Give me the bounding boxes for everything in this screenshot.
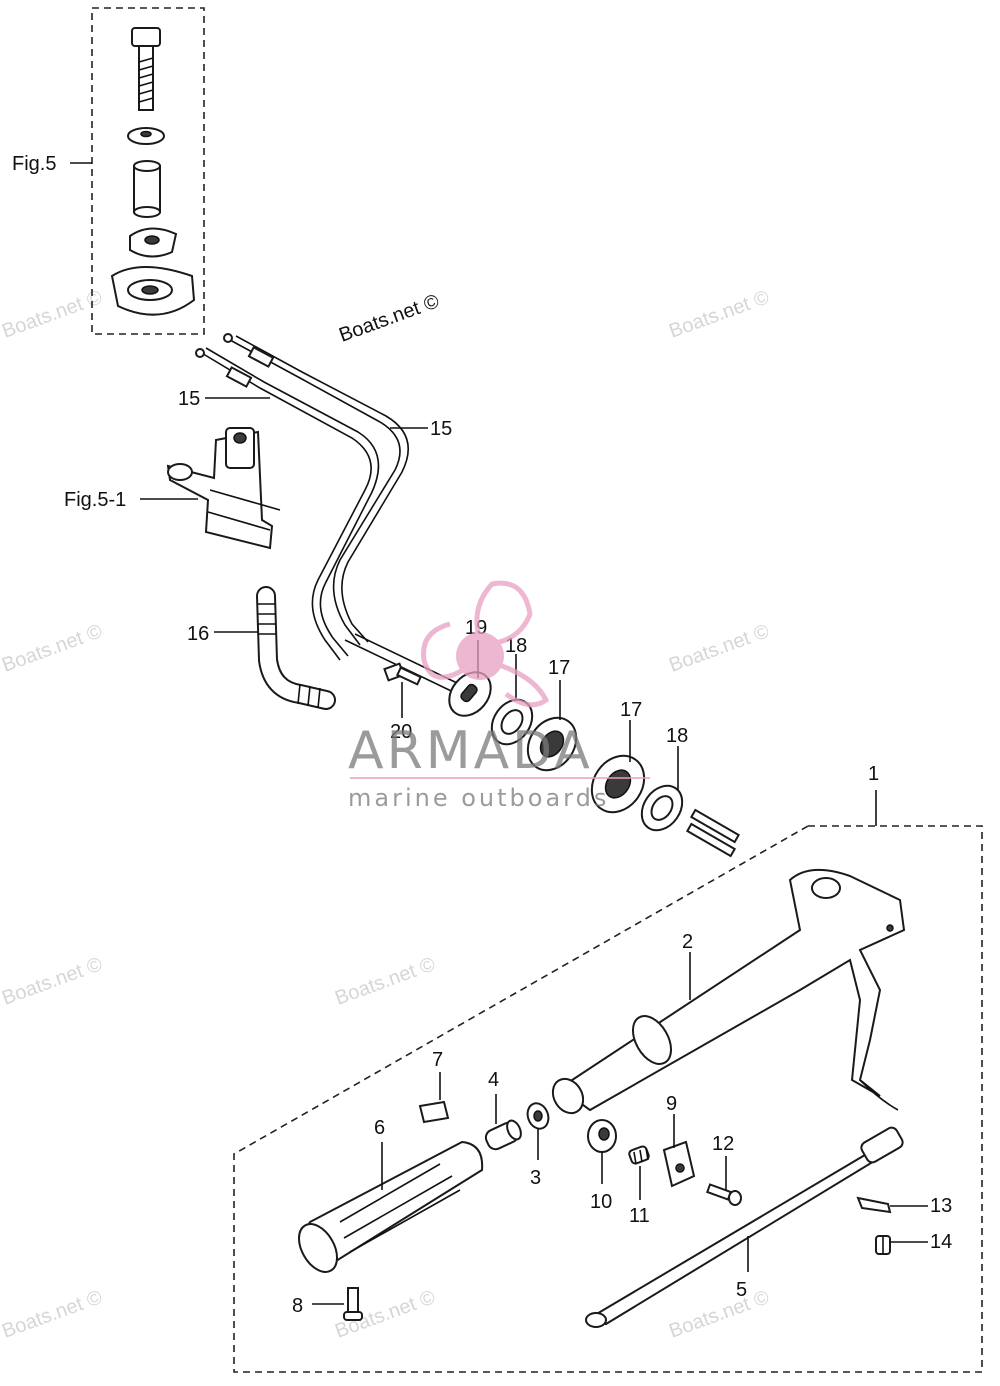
- watermark: Boats.net ©: [666, 1286, 772, 1343]
- part-label-18: 18: [666, 725, 688, 747]
- part-label-14: 14: [930, 1231, 952, 1253]
- grommet-part-3: [526, 1102, 550, 1130]
- control-cables: [195, 333, 481, 701]
- part-label-2: 2: [682, 931, 693, 953]
- fig5-base: [110, 266, 196, 316]
- watermark: Boats.net ©: [0, 286, 105, 343]
- part-label-6: 6: [374, 1117, 385, 1139]
- plate-part-19: [448, 671, 492, 717]
- part-label-8: 8: [292, 1295, 303, 1317]
- fig5-collar: [133, 160, 161, 218]
- pad-part-7: [418, 1100, 450, 1124]
- watermark: Boats.net ©: [666, 620, 772, 677]
- watermark: Boats.net ©: [332, 953, 438, 1010]
- fig5-1-bracket: [166, 427, 281, 550]
- part-label-15: 15: [178, 388, 200, 410]
- fig5-bracket: [129, 227, 178, 258]
- part-label-11: 11: [629, 1205, 650, 1227]
- assembly-box: [233, 825, 983, 1373]
- screw-part-8: [343, 1287, 363, 1321]
- screw-part-14: [875, 1235, 891, 1255]
- grip-part-6: [298, 1140, 484, 1273]
- watermark: Boats.net ©: [0, 953, 105, 1010]
- ring-part-18: [640, 784, 684, 832]
- part-label-9: 9: [666, 1093, 677, 1115]
- gear-part-17: [526, 716, 578, 772]
- part-label-7: 7: [432, 1049, 443, 1071]
- part-label-15: 15: [430, 418, 452, 440]
- armada-logo: ARMADA marine outboards: [348, 580, 650, 812]
- tiller-arm-part-2: [551, 868, 906, 1115]
- screw-part-12: [706, 1183, 742, 1206]
- part-label-17: 17: [620, 699, 642, 721]
- gear-part-17: [590, 754, 646, 814]
- fig5-1-label: Fig.5-1: [64, 489, 126, 511]
- part-label-10: 10: [590, 1191, 612, 1213]
- part-label-4: 4: [488, 1069, 499, 1091]
- part-10: [587, 1119, 617, 1153]
- fig5-washer: [127, 127, 165, 145]
- hose-part-16: [256, 586, 336, 710]
- wire-terminals: [685, 808, 741, 858]
- watermark: Boats.net ©: [0, 1286, 105, 1343]
- clip-part-13: [856, 1196, 892, 1214]
- clamp-part-9: [662, 1140, 696, 1188]
- bolt-part-20: [383, 662, 422, 686]
- fig5-bolt: [131, 27, 161, 111]
- part-label-3: 3: [530, 1167, 541, 1189]
- fig5-label: Fig.5: [12, 153, 56, 175]
- watermark: Boats.net ©: [0, 620, 105, 677]
- fig5-box: [91, 7, 205, 335]
- spring-part-11: [628, 1145, 650, 1165]
- part-label-17: 17: [548, 657, 570, 679]
- part-label-18: 18: [505, 635, 527, 657]
- part-label-20: 20: [390, 721, 412, 743]
- brand-name: ARMADA: [348, 721, 593, 781]
- sleeve-part-4: [484, 1119, 522, 1151]
- part-label-1: 1: [868, 763, 879, 785]
- part-label-13: 13: [930, 1195, 952, 1217]
- brand-tagline: marine outboards: [348, 784, 609, 812]
- rod-part-5: [585, 1126, 904, 1328]
- part-label-5: 5: [736, 1279, 747, 1301]
- watermark: Boats.net ©: [666, 286, 772, 343]
- credit-text: Boats.net ©: [336, 290, 442, 347]
- part-label-16: 16: [187, 623, 209, 645]
- part-label-12: 12: [712, 1133, 734, 1155]
- bushing-part-18: [490, 698, 534, 746]
- propeller-icon: [421, 580, 550, 708]
